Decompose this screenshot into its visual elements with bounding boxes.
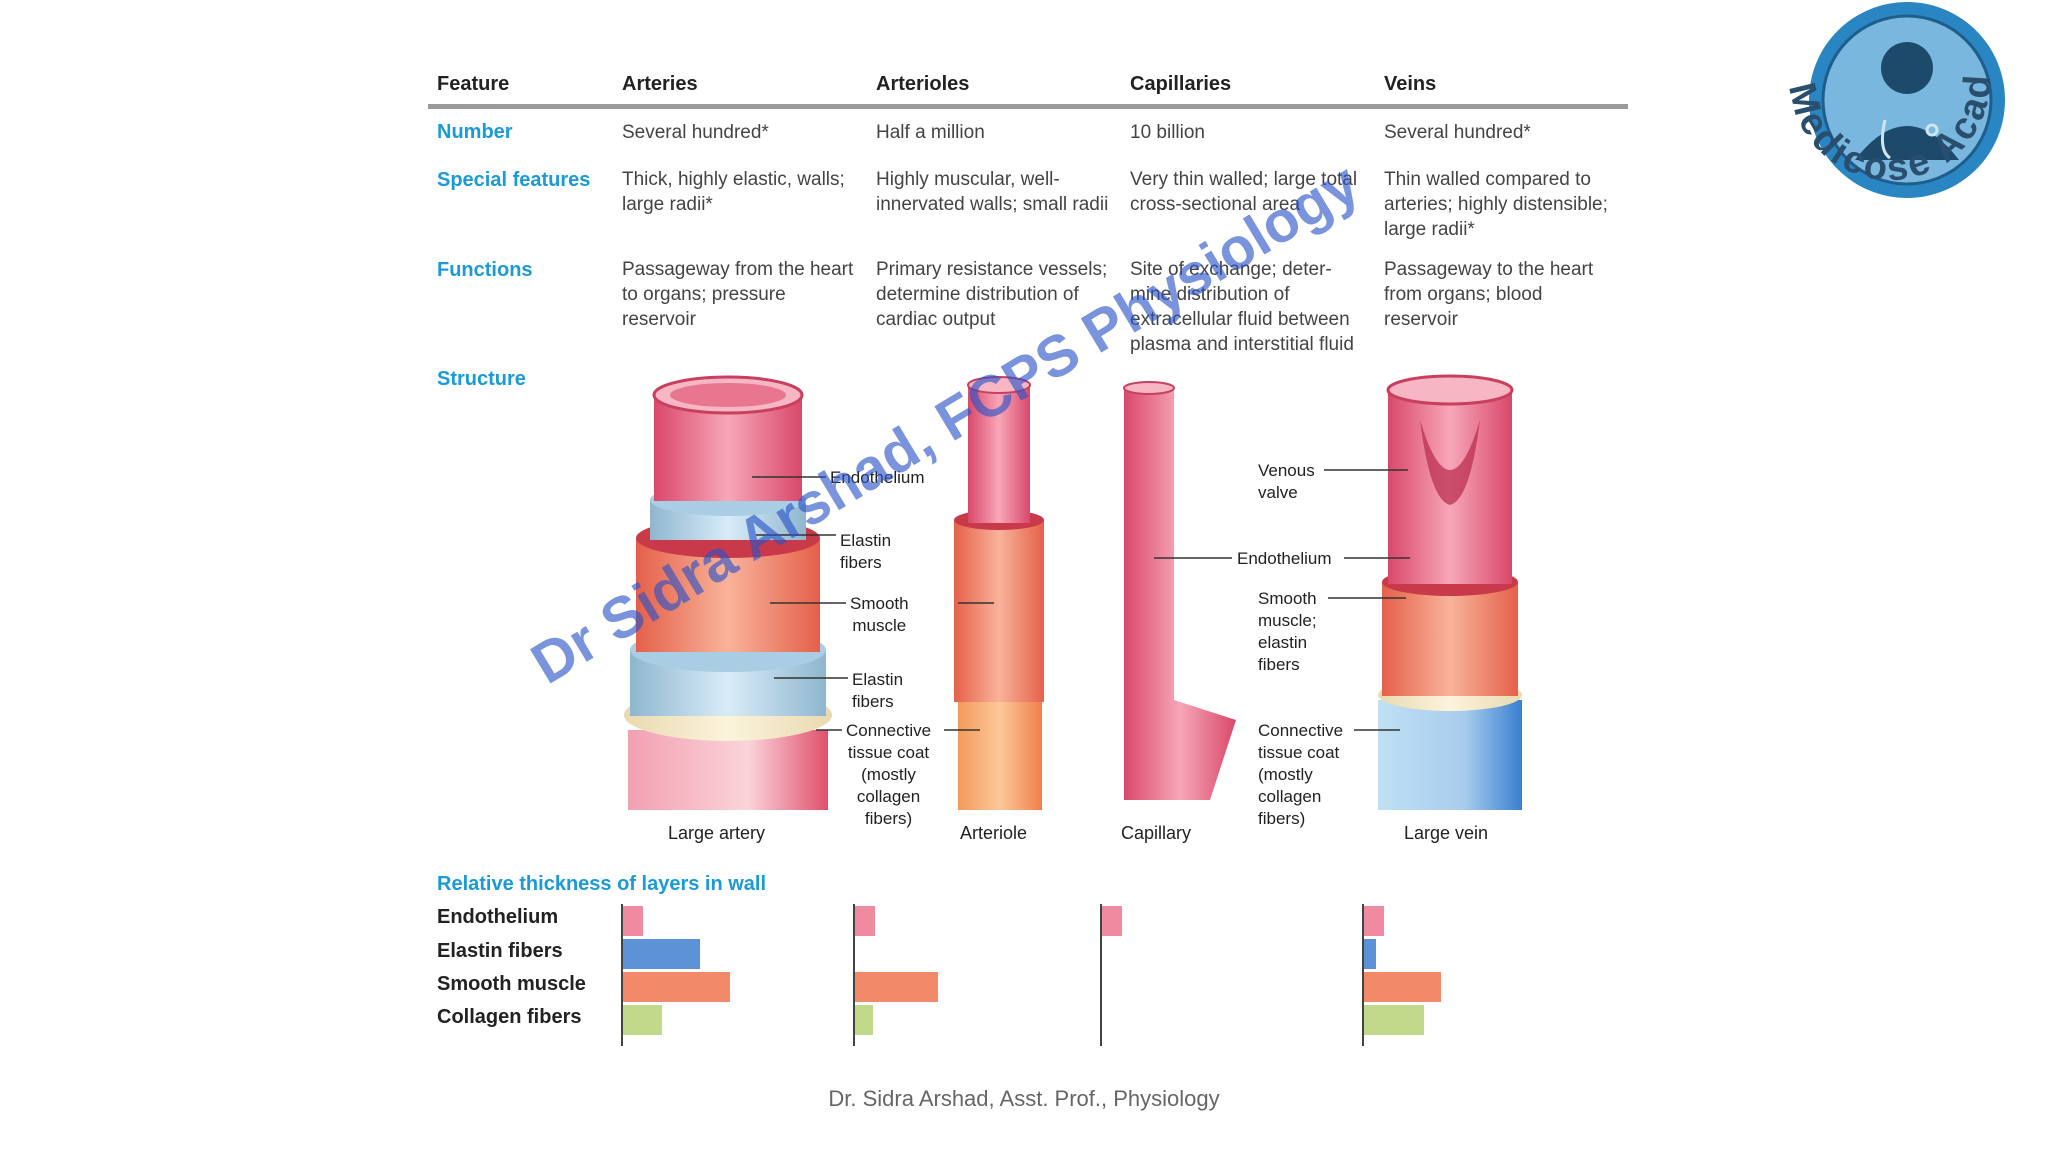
thickness-axis-arteries — [621, 904, 623, 1046]
layer-label-elastin: Elastin fibers — [437, 940, 563, 962]
bar-arteries-smooth-muscle — [623, 972, 730, 1002]
label-connective-artery: Connective tissue coat (mostly collagen … — [846, 721, 932, 828]
bar-arterioles-collagen-fibers — [855, 1005, 873, 1035]
bar-arteries-endothelium — [623, 906, 643, 936]
row-label-special-features: Special features — [437, 169, 591, 191]
cell-special-veins: Thin walled compared to arteries; highly… — [1384, 169, 1608, 240]
label-smooth-muscle-vein: Smooth muscle; elastin fibers — [1258, 589, 1317, 674]
bar-veins-endothelium — [1364, 906, 1384, 936]
bar-arteries-elastin-fibers — [623, 939, 700, 969]
header-arteries: Arteries — [622, 73, 698, 95]
layer-label-collagen: Collagen fibers — [437, 1006, 582, 1028]
thickness-axis-veins — [1362, 904, 1364, 1046]
caption-arteriole: Arteriole — [960, 823, 1028, 843]
label-connective-vein: Connective tissue coat (mostly collagen … — [1258, 721, 1344, 828]
caption-capillary: Capillary — [1121, 823, 1192, 843]
bar-veins-collagen-fibers — [1364, 1005, 1424, 1035]
label-endothelium-vein: Endothelium — [1237, 549, 1332, 568]
bar-capillaries-endothelium — [1102, 906, 1122, 936]
cell-functions-capillaries: Site of exchange; deter- mine distributi… — [1130, 259, 1354, 355]
bar-arterioles-endothelium — [855, 906, 875, 936]
header-rule — [428, 104, 1628, 109]
label-elastin-bottom: Elastin fibers — [852, 670, 904, 711]
header-veins: Veins — [1384, 73, 1437, 95]
bar-veins-elastin-fibers — [1364, 939, 1376, 969]
thickness-axis-arterioles — [853, 904, 855, 1046]
cell-number-arterioles: Half a million — [876, 122, 985, 143]
layer-label-endothelium: Endothelium — [437, 906, 559, 928]
cell-special-arterioles: Highly muscular, well- innervated walls;… — [876, 169, 1109, 215]
thickness-title: Relative thickness of layers in wall — [437, 873, 767, 895]
header-capillaries: Capillaries — [1130, 73, 1232, 95]
header-feature: Feature — [437, 73, 510, 95]
thickness-axis-capillaries — [1100, 904, 1102, 1046]
cell-functions-arterioles: Primary resistance vessels; determine di… — [876, 259, 1108, 330]
label-endothelium-artery: Endothelium — [830, 468, 925, 487]
leader-lines — [752, 469, 1410, 731]
caption-large-artery: Large artery — [668, 823, 766, 843]
label-elastin-top: Elastin fibers — [840, 531, 892, 572]
cell-functions-arteries: Passageway from the heart to organs; pre… — [622, 259, 854, 330]
cell-special-capillaries: Very thin walled; large total cross-sect… — [1130, 169, 1358, 215]
layer-label-smooth-muscle: Smooth muscle — [437, 973, 586, 995]
logo-graphic: Medicose Academics — [1742, 0, 2005, 198]
bar-arterioles-smooth-muscle — [855, 972, 938, 1002]
logo: Medicose Academics — [1742, 0, 2020, 240]
bar-veins-smooth-muscle — [1364, 972, 1441, 1002]
row-label-functions: Functions — [437, 259, 533, 281]
cell-number-veins: Several hundred* — [1384, 122, 1531, 143]
header-arterioles: Arterioles — [876, 73, 970, 95]
cell-number-arteries: Several hundred* — [622, 122, 769, 143]
cell-number-capillaries: 10 billion — [1130, 122, 1205, 143]
footer-text: Dr. Sidra Arshad, Asst. Prof., Physiolog… — [828, 1086, 1220, 1111]
capillary-drawing — [1123, 381, 1236, 800]
caption-large-vein: Large vein — [1404, 823, 1489, 843]
large-vein-drawing — [1378, 374, 1522, 810]
row-label-number: Number — [437, 121, 513, 143]
large-artery-drawing — [624, 375, 832, 810]
row-label-structure: Structure — [437, 368, 526, 390]
cell-special-arteries: Thick, highly elastic, walls; large radi… — [622, 169, 845, 215]
arteriole-drawing — [954, 376, 1044, 810]
bar-arteries-collagen-fibers — [623, 1005, 662, 1035]
label-venous-valve: Venous valve — [1258, 461, 1315, 502]
label-smooth-muscle: Smooth muscle — [850, 594, 909, 635]
cell-functions-veins: Passageway to the heart from organs; blo… — [1384, 259, 1594, 330]
